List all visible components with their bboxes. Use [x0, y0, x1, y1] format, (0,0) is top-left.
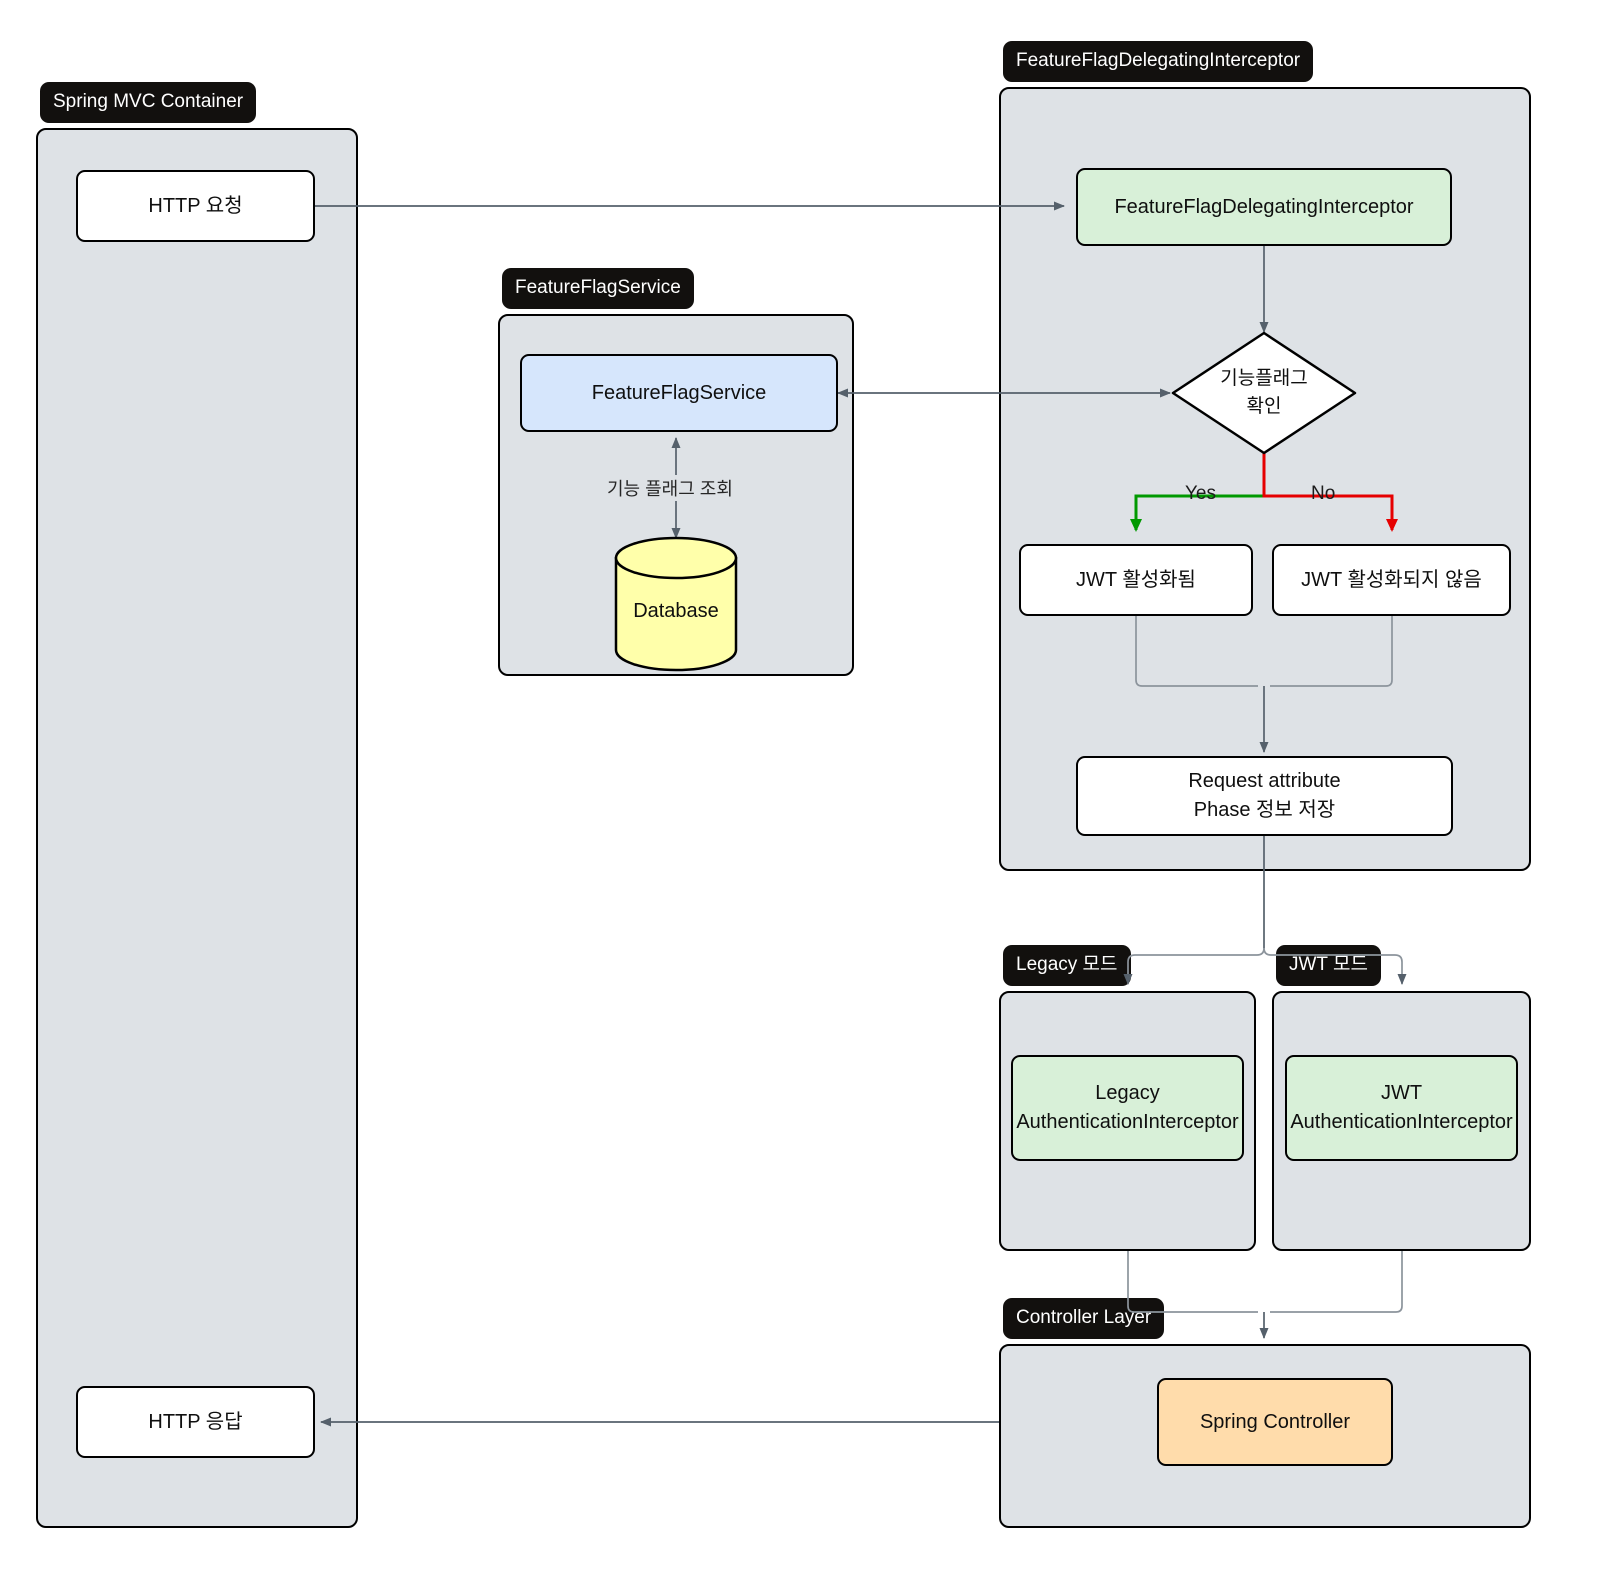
node-jwt-enabled-label: JWT 활성화됨: [1076, 568, 1196, 591]
group-label-jwt-mode: JWT 모드: [1276, 945, 1381, 986]
node-feature-flag-service-label: FeatureFlagService: [591, 381, 767, 404]
node-delegating-interceptor[interactable]: FeatureFlagDelegatingInterceptor: [1076, 168, 1452, 246]
node-spring-controller-label: Spring Controller: [1199, 1410, 1351, 1433]
node-delegating-interceptor-label: FeatureFlagDelegatingInterceptor: [1114, 195, 1414, 218]
node-decision-feature-flag-check[interactable]: 기능플래그 확인: [1173, 333, 1355, 453]
group-label-legacy-mode: Legacy 모드: [1003, 945, 1131, 986]
node-legacy-authentication-interceptor[interactable]: Legacy AuthenticationInterceptor: [1011, 1055, 1244, 1161]
edge-jwt-mode-merge: [1270, 1251, 1403, 1313]
node-jwt-interceptor-line1: JWT: [1380, 1082, 1423, 1104]
node-jwt-interceptor-line2: AuthenticationInterceptor: [1290, 1111, 1513, 1133]
node-jwt-authentication-interceptor[interactable]: JWT AuthenticationInterceptor: [1285, 1055, 1518, 1161]
node-request-attribute[interactable]: Request attribute Phase 정보 저장: [1076, 756, 1453, 836]
group-label-feature-flag-delegating-interceptor: FeatureFlagDelegatingInterceptor: [1003, 41, 1314, 82]
node-http-response-label: HTTP 응답: [148, 1410, 243, 1433]
node-legacy-interceptor-line2: AuthenticationInterceptor: [1016, 1111, 1239, 1133]
node-legacy-interceptor-line1: Legacy: [1095, 1082, 1160, 1104]
node-request-attribute-line1: Request attribute: [1188, 770, 1341, 792]
node-feature-flag-service[interactable]: FeatureFlagService: [520, 354, 838, 432]
group-label-spring-mvc-container: Spring MVC Container: [40, 82, 257, 123]
edge-label-feature-flag-lookup: 기능 플래그 조회: [604, 475, 736, 501]
decision-label-line2: 확인: [1246, 396, 1282, 417]
node-jwt-enabled[interactable]: JWT 활성화됨: [1019, 544, 1253, 616]
group-label-controller-layer: Controller Layer: [1003, 1298, 1165, 1339]
node-jwt-disabled[interactable]: JWT 활성화되지 않음: [1272, 544, 1511, 616]
node-http-response[interactable]: HTTP 응답: [76, 1386, 315, 1458]
node-http-request-label: HTTP 요청: [148, 194, 243, 217]
node-http-request[interactable]: HTTP 요청: [76, 170, 315, 242]
node-request-attribute-line2: Phase 정보 저장: [1193, 799, 1336, 821]
group-label-feature-flag-service: FeatureFlagService: [502, 268, 694, 309]
edge-split-to-legacy-mode: [1123, 947, 1265, 985]
edge-label-yes: Yes: [1185, 483, 1216, 504]
node-jwt-disabled-label: JWT 활성화되지 않음: [1301, 568, 1482, 591]
edge-label-no: No: [1311, 483, 1336, 504]
decision-label-line1: 기능플래그: [1220, 367, 1308, 389]
group-spring-mvc-container: [36, 128, 358, 1528]
node-spring-controller[interactable]: Spring Controller: [1157, 1378, 1393, 1466]
